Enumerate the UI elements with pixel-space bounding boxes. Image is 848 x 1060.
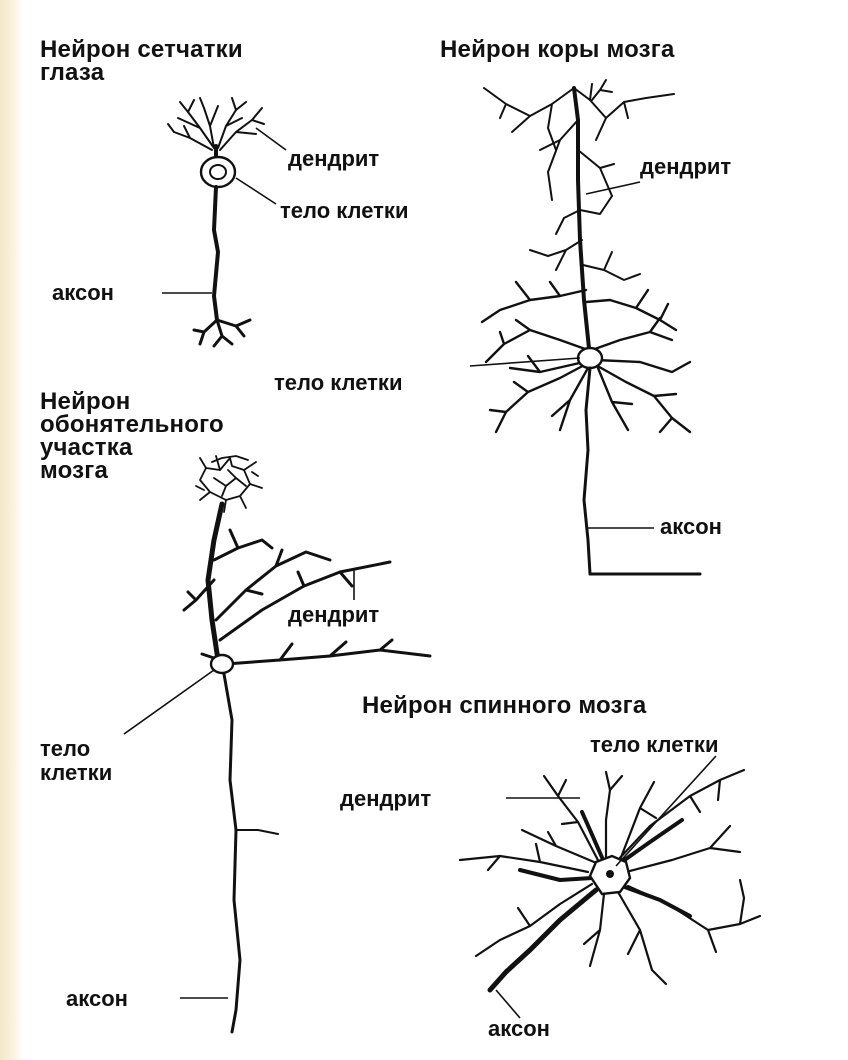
- spinal-neuron: [460, 756, 760, 1018]
- retina-dendrite-label: дендрит: [288, 148, 379, 170]
- spinal-title: Нейрон спинного мозга: [362, 694, 646, 717]
- olfactory-leader-lines: [124, 568, 354, 998]
- retina-axon: [214, 187, 218, 320]
- retina-axon-label: аксон: [52, 282, 114, 304]
- olfactory-title-line2: обонятельного: [40, 413, 224, 436]
- cortex-dendrite-label: дендрит: [640, 156, 731, 178]
- olfactory-axon-collateral: [236, 830, 278, 834]
- cortex-cell-body-label: тело клетки: [274, 372, 402, 394]
- spinal-axon-label: аксон: [488, 1018, 550, 1040]
- retina-cell-body-label: тело клетки: [280, 200, 408, 222]
- retina-dendrites: [168, 98, 264, 150]
- olfactory-cell-body-label-line1: тело: [40, 738, 90, 760]
- spinal-dendrite-label: дендрит: [340, 788, 431, 810]
- cortex-leader-lines: [470, 182, 654, 528]
- olfactory-dendrites: [184, 530, 430, 664]
- spinal-cell-body-label: тело клетки: [590, 734, 718, 756]
- retina-leader-lines: [162, 128, 286, 293]
- cortex-cell-body: [578, 348, 602, 368]
- olfactory-axon-label: аксон: [66, 988, 128, 1010]
- olfactory-glomerulus: [196, 456, 262, 512]
- spinal-nucleus: [606, 870, 614, 878]
- retina-neuron: [162, 98, 286, 346]
- olfactory-title-line1: Нейрон: [40, 390, 130, 413]
- olfactory-title-line4: мозга: [40, 459, 108, 482]
- retina-title-line2: глаза: [40, 61, 104, 84]
- spinal-axon: [490, 890, 596, 990]
- cortex-apical-dendrite: [574, 88, 590, 358]
- olfactory-dendrite-label: дендрит: [288, 604, 379, 626]
- olfactory-title-line3: участка: [40, 436, 133, 459]
- retina-title-line1: Нейрон сетчатки: [40, 38, 243, 61]
- olfactory-cell-body: [211, 655, 233, 673]
- olfactory-dendrite-trunk: [208, 504, 222, 660]
- cortex-title: Нейрон коры мозга: [440, 38, 675, 61]
- cortex-axon: [584, 368, 700, 574]
- retina-nucleus: [210, 165, 226, 179]
- olfactory-neuron: [124, 456, 430, 1032]
- cortex-axon-label: аксон: [660, 516, 722, 538]
- olfactory-axon: [224, 674, 240, 1032]
- retina-axon-terminals: [194, 320, 250, 346]
- olfactory-cell-body-label-line2: клетки: [40, 762, 112, 784]
